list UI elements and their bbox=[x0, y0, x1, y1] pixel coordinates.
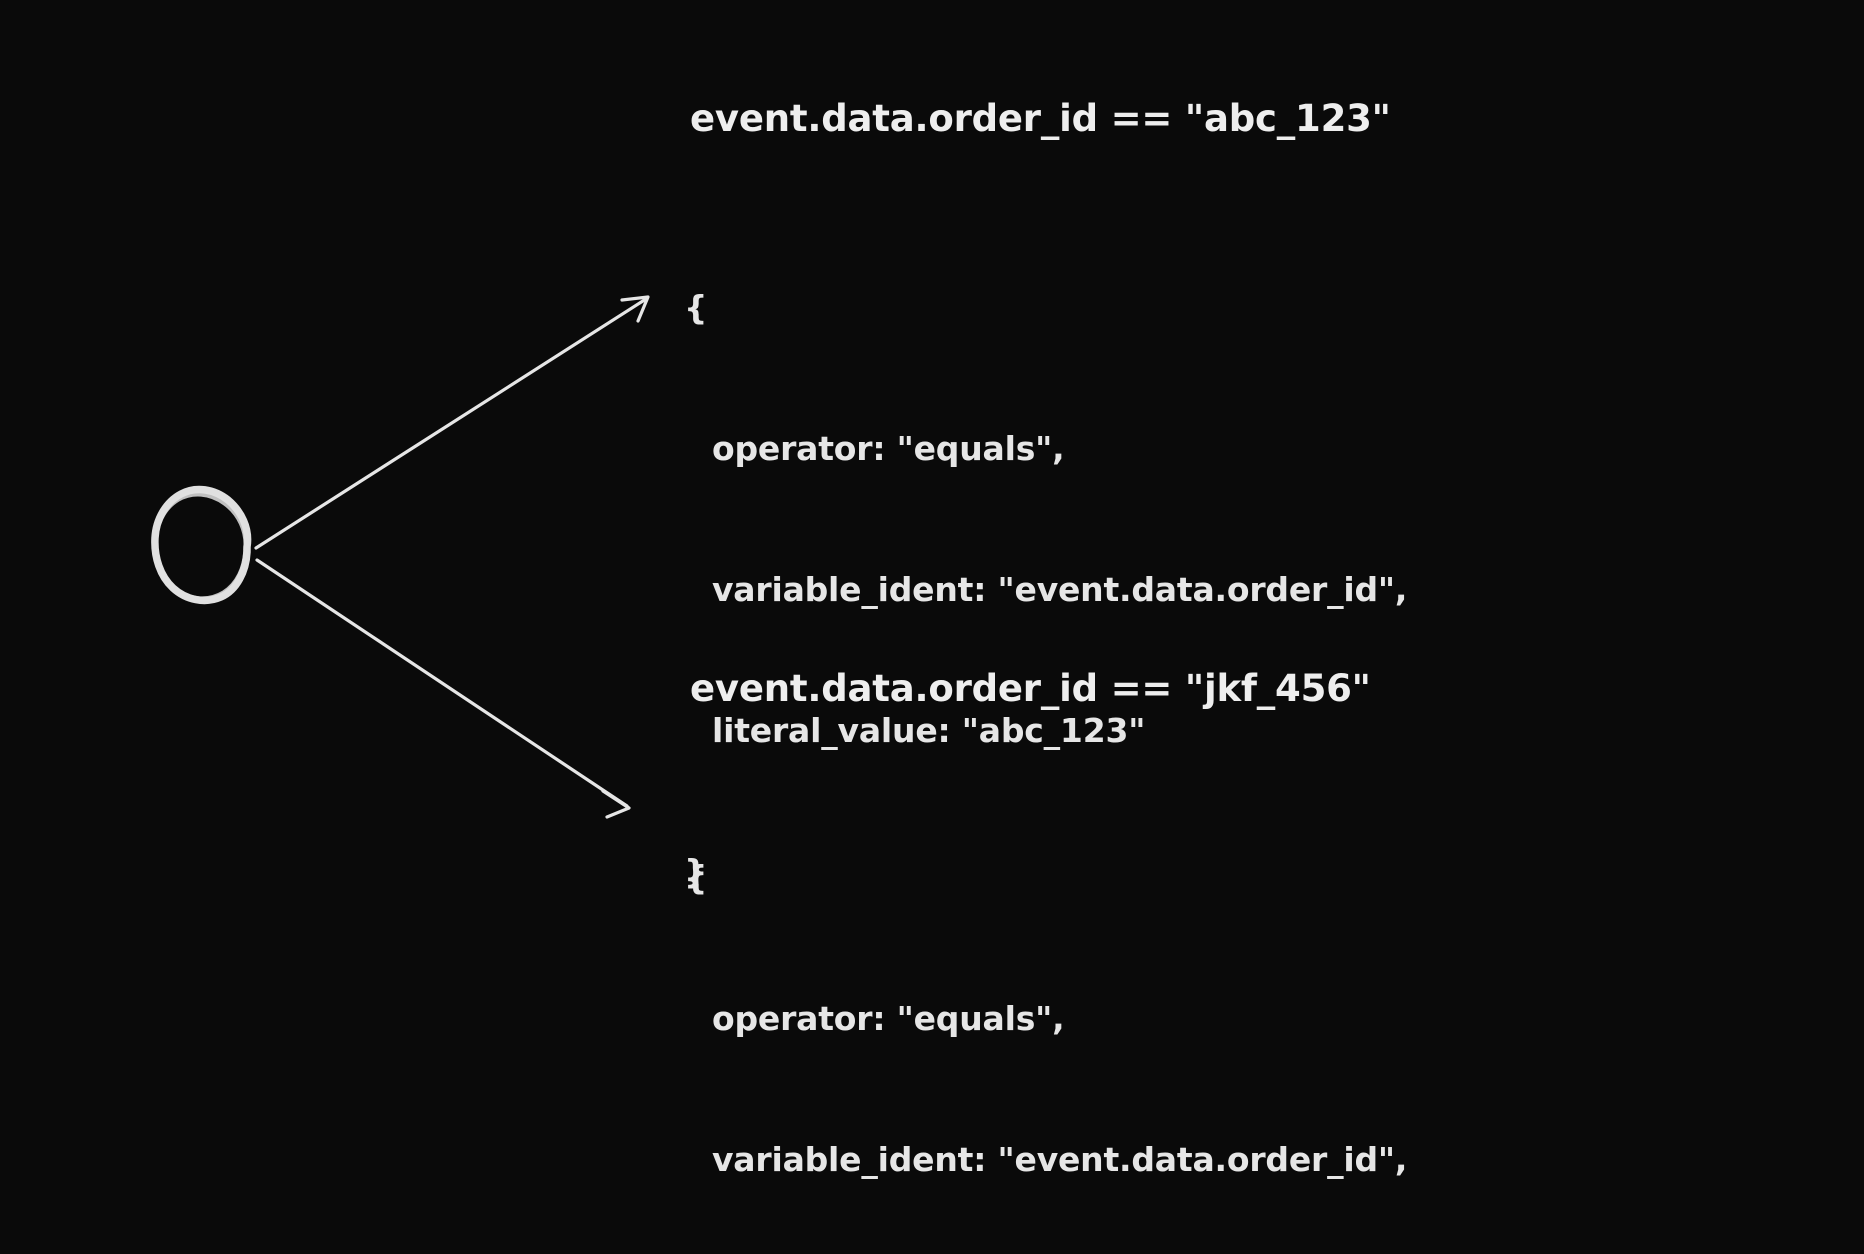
branch-1-code-line-operator: operator: "equals", bbox=[712, 429, 1065, 468]
arrow-to-branch-2[interactable] bbox=[255, 558, 631, 819]
branch-2-heading: event.data.order_id == "jkf_456" bbox=[690, 667, 1371, 710]
branch-1-heading: event.data.order_id == "abc_123" bbox=[690, 97, 1391, 140]
branch-2-open-brace: { bbox=[684, 858, 708, 897]
branch-1-code-line-literal-value: literal_value: "abc_123" bbox=[712, 711, 1146, 750]
branch-1-code-block: { operator: "equals", variable_ident: "e… bbox=[684, 190, 1407, 989]
branch-1-code-line-variable-ident: variable_ident: "event.data.order_id", bbox=[712, 570, 1408, 609]
branch-2-code-line-operator: operator: "equals", bbox=[712, 999, 1065, 1038]
arrow-to-branch-1[interactable] bbox=[254, 295, 650, 550]
branch-1-close-brace: } bbox=[684, 852, 708, 891]
branch-2-code-line-variable-ident: variable_ident: "event.data.order_id", bbox=[712, 1140, 1408, 1179]
branch-2-code-block: { operator: "equals", variable_ident: "e… bbox=[684, 760, 1407, 1254]
decision-node[interactable] bbox=[151, 485, 252, 605]
branch-1-open-brace: { bbox=[684, 288, 708, 327]
